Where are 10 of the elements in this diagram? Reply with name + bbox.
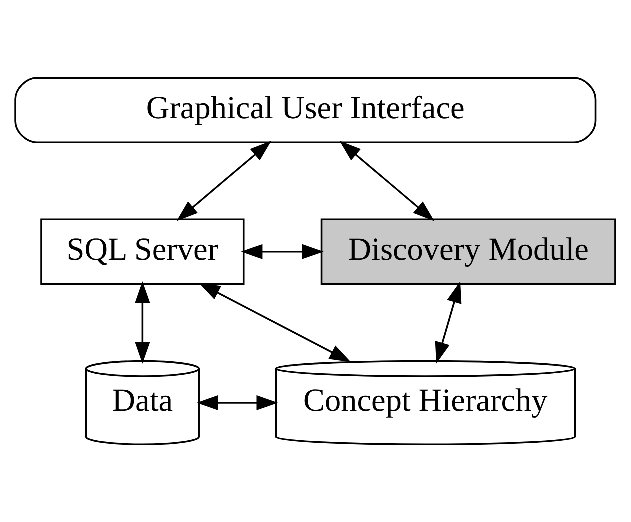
- arrow: [435, 281, 462, 364]
- arrow: [340, 140, 435, 221]
- arrow: [198, 282, 352, 362]
- arrow: [241, 244, 324, 259]
- arrow: [176, 140, 272, 221]
- node-box: SQL Server: [40, 218, 245, 284]
- node-box: Graphical User Interface: [14, 76, 597, 144]
- arrow: [135, 281, 150, 364]
- arrow: [196, 394, 278, 410]
- node-box: Discovery Module: [320, 218, 616, 284]
